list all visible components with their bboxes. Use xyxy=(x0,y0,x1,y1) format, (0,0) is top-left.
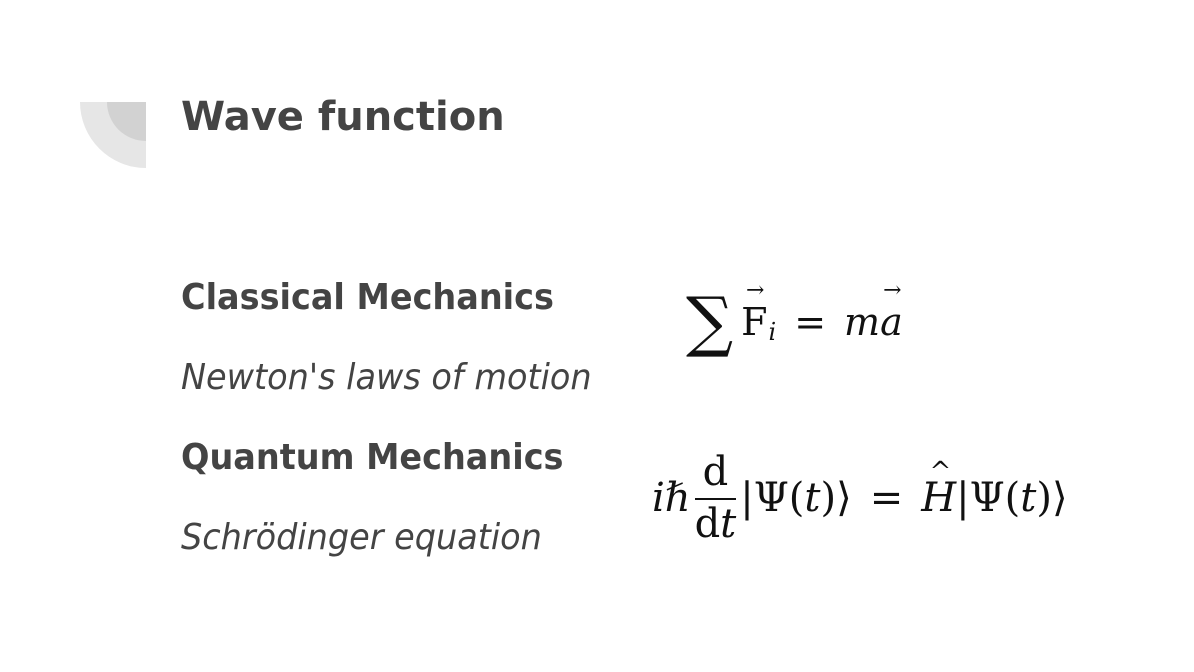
sum-symbol: ∑ xyxy=(686,283,734,360)
ket-close-rhs: )⟩ xyxy=(1036,474,1068,521)
section-subtitle-quantum: Schrödinger equation xyxy=(181,517,542,558)
derivative-fraction: d dt xyxy=(694,448,737,547)
ket-psi-lhs: |Ψ( xyxy=(740,474,805,521)
quarter-circle-icon xyxy=(80,102,146,168)
ket-close-lhs: )⟩ xyxy=(820,474,852,521)
fraction-bar xyxy=(694,497,737,500)
equals-sign: = xyxy=(869,474,904,521)
fraction-denominator: dt xyxy=(694,500,737,547)
mass-symbol: m xyxy=(844,300,881,344)
vector-force: F xyxy=(741,300,767,344)
hamiltonian-operator: H xyxy=(921,475,956,521)
time-variable-lhs: t xyxy=(804,474,821,521)
i-hbar: iℏ xyxy=(652,474,691,521)
section-subtitle-classical: Newton's laws of motion xyxy=(181,357,592,398)
fraction-numerator: d xyxy=(702,448,729,495)
subscript-i: i xyxy=(768,318,777,346)
equals-sign: = xyxy=(794,300,827,344)
ket-psi-rhs: |Ψ( xyxy=(956,474,1021,521)
equation-newton: ∑ F i = m a xyxy=(686,282,903,362)
section-heading-classical: Classical Mechanics xyxy=(181,277,554,318)
page-title: Wave function xyxy=(181,94,505,140)
section-heading-quantum: Quantum Mechanics xyxy=(181,437,564,478)
time-variable-rhs: t xyxy=(1020,474,1037,521)
vector-acceleration: a xyxy=(880,300,903,344)
equation-schrodinger: iℏ d dt |Ψ( t )⟩ = H |Ψ( t )⟩ xyxy=(652,440,1068,555)
